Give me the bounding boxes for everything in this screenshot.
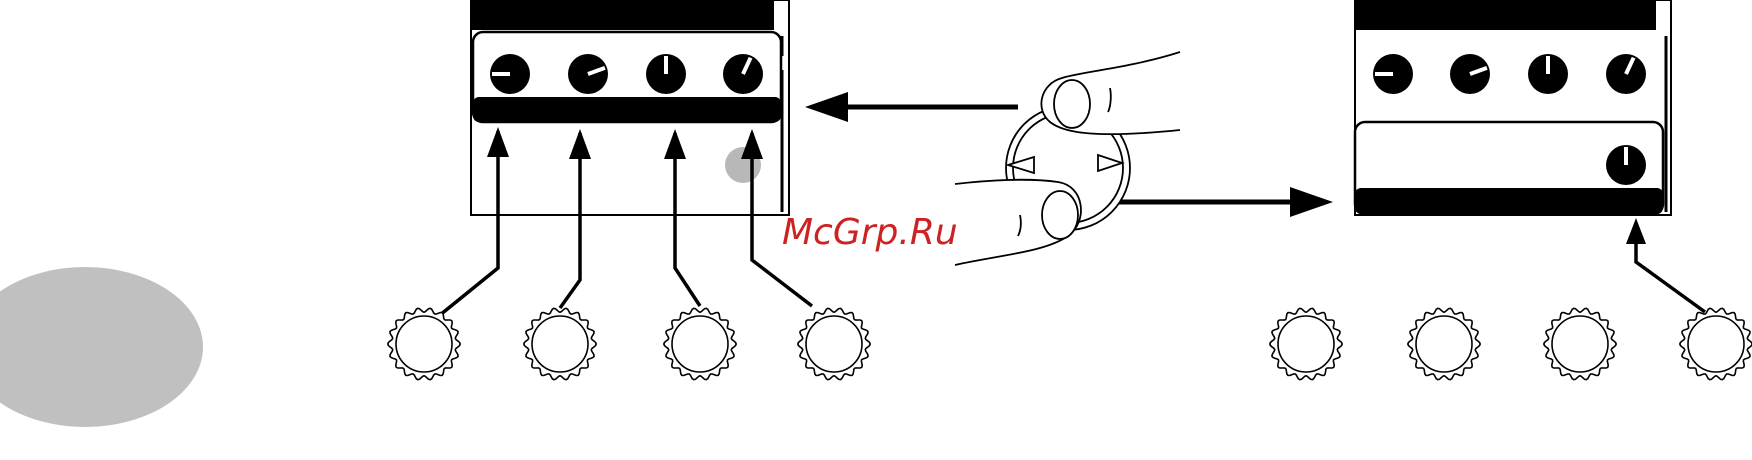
left-knob-3 [664, 308, 736, 379]
right-callouts [1626, 218, 1705, 312]
right-knob-2 [1408, 308, 1480, 379]
hand-pressing-rotary-icon [955, 52, 1180, 265]
left-panel [471, 0, 789, 215]
left-dial-3 [646, 54, 686, 94]
watermark-text: McGrp.Ru [782, 212, 958, 253]
right-knob-3 [1544, 308, 1616, 379]
left-knob-1 [388, 308, 460, 379]
arrow-left-icon [805, 92, 1018, 122]
right-panel [1355, 0, 1671, 215]
right-knob-row [1270, 308, 1752, 379]
right-dial-lower [1606, 145, 1646, 185]
left-dial-2 [568, 54, 608, 94]
left-knob-row [388, 308, 870, 379]
right-dial-4 [1606, 54, 1646, 94]
right-knob-4 [1680, 308, 1752, 379]
right-lower-dial [1606, 145, 1646, 185]
left-knob-2 [524, 308, 596, 379]
left-dial-1 [490, 54, 530, 94]
right-knob-1 [1270, 308, 1342, 379]
left-knob-4 [798, 308, 870, 379]
right-dial-1 [1373, 54, 1413, 94]
shaded-area [0, 267, 203, 427]
right-dial-2 [1450, 54, 1490, 94]
right-dial-3 [1528, 54, 1568, 94]
left-dial-4 [723, 54, 763, 94]
